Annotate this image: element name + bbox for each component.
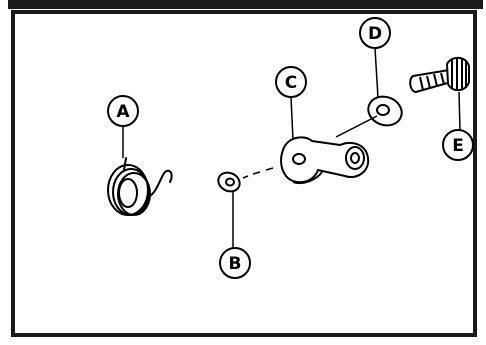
spring-coil bbox=[118, 178, 138, 208]
link-plate-boss-bore bbox=[350, 152, 360, 164]
part-d-washer bbox=[367, 95, 403, 127]
callout-label-b: B bbox=[229, 254, 242, 274]
callout-circle bbox=[219, 247, 251, 279]
washer-inner-hole bbox=[225, 177, 235, 187]
bolt-thread bbox=[426, 75, 431, 89]
assembly-centerline bbox=[335, 115, 378, 138]
part-a-torsion-spring bbox=[107, 157, 173, 216]
callout-circle bbox=[359, 17, 391, 49]
callout-circle bbox=[442, 129, 474, 161]
spring-coil bbox=[117, 172, 151, 216]
part-b-washer bbox=[217, 171, 241, 193]
leader-line-c bbox=[290, 96, 294, 141]
bolt-thread bbox=[419, 76, 424, 91]
callout-b: B bbox=[219, 247, 251, 279]
callout-label-d: D bbox=[368, 24, 382, 44]
bolt-thread bbox=[440, 72, 445, 85]
callout-label-a: A bbox=[116, 102, 130, 122]
link-plate-hole bbox=[292, 153, 306, 165]
diagram-border bbox=[11, 10, 477, 337]
callout-d: D bbox=[359, 17, 391, 49]
assembly-centerline bbox=[242, 167, 274, 179]
callout-e: E bbox=[442, 129, 474, 161]
assembly-lines bbox=[122, 47, 461, 248]
callout-circle bbox=[275, 66, 307, 98]
callout-label-c: C bbox=[285, 73, 297, 93]
spring-leg-left bbox=[123, 157, 127, 171]
washer-outer-ring bbox=[217, 171, 241, 193]
callout-label-e: E bbox=[452, 136, 464, 156]
spring-leg-right bbox=[149, 169, 173, 197]
part-c-link-plate bbox=[280, 136, 370, 184]
callout-a: A bbox=[107, 95, 139, 127]
bolt-head-knurl bbox=[451, 58, 467, 90]
washer-inner-hole bbox=[376, 104, 390, 116]
bolt-thread bbox=[433, 73, 438, 87]
callout-c: C bbox=[275, 66, 307, 98]
part-e-bolt bbox=[409, 56, 470, 94]
link-plate-edge-shading bbox=[292, 171, 323, 184]
leader-line-d bbox=[374, 47, 379, 99]
callout-circle bbox=[107, 95, 139, 127]
leader-line-e bbox=[458, 91, 461, 131]
link-plate-body bbox=[280, 136, 370, 184]
top-edge-bar bbox=[8, 0, 483, 9]
